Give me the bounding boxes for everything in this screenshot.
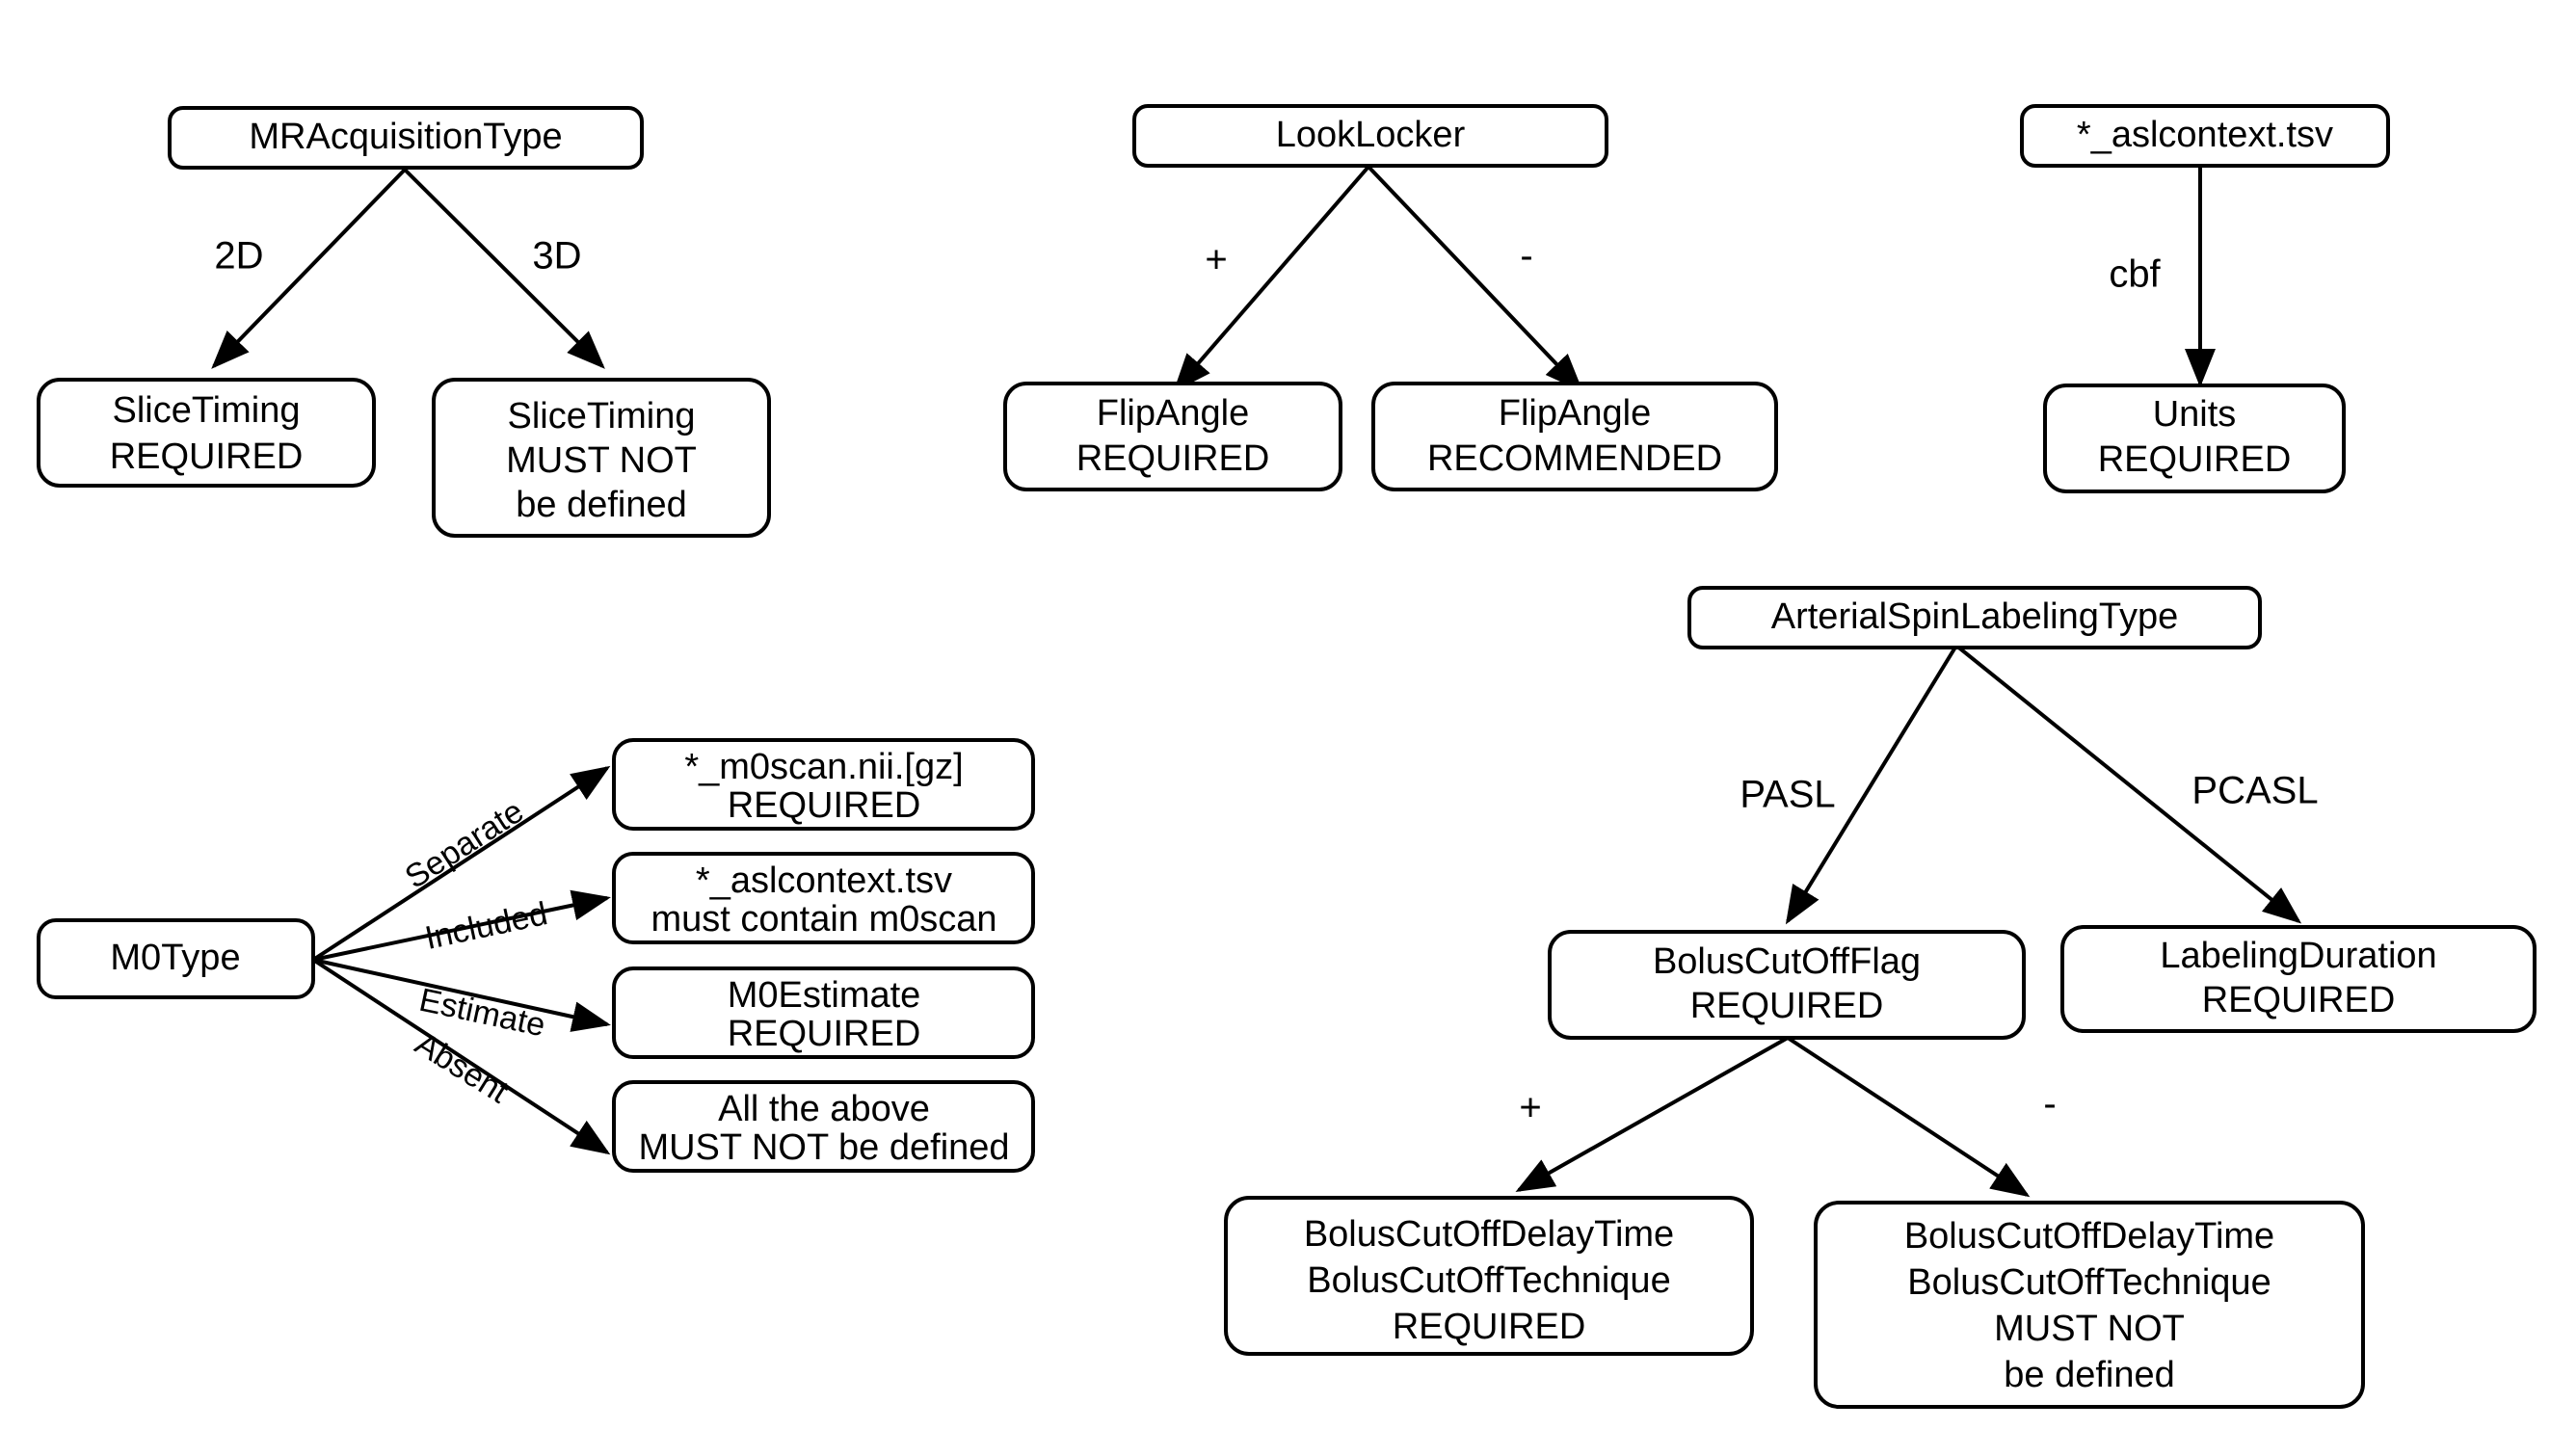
edge-separate	[311, 765, 611, 962]
node-bco-mustnot-line1: BolusCutOffDelayTime	[1904, 1216, 2274, 1257]
node-slicetiming-required[interactable]	[37, 378, 376, 488]
node-aslcontext-root[interactable]	[2020, 104, 2390, 168]
edge-label-looklocker-minus: -	[1520, 235, 1532, 278]
edge-3d	[403, 168, 605, 369]
group-asltype: ArterialSpinLabelingType PASL PCASL Bolu…	[1548, 586, 2537, 1040]
node-labelingduration[interactable]	[2060, 925, 2537, 1033]
edge-2d	[211, 168, 407, 369]
node-m0estimate-line2: REQUIRED	[728, 1014, 921, 1054]
node-asltype-line1: ArterialSpinLabelingType	[1771, 596, 2179, 637]
node-m0scan-nii[interactable]	[612, 738, 1035, 831]
edge-label-looklocker-plus: +	[1205, 239, 1227, 281]
node-units-required-line2: REQUIRED	[2098, 439, 2292, 480]
node-bco-required-line1: BolusCutOffDelayTime	[1304, 1214, 1674, 1255]
node-m0type[interactable]	[37, 918, 315, 999]
edge-looklocker-plus	[1173, 165, 1370, 393]
group-m0type: M0Type Separate Included Estimate Absent…	[37, 738, 1035, 1173]
node-slicetiming-mustnot[interactable]	[432, 378, 771, 538]
node-bco-mustnot-line3: MUST NOT	[1994, 1309, 2185, 1349]
node-asltype[interactable]	[1687, 586, 2262, 649]
node-units-required[interactable]	[2043, 384, 2346, 493]
node-all-the-above[interactable]	[612, 1080, 1035, 1173]
edge-label-bco-minus: -	[2043, 1083, 2056, 1125]
node-bco-mustnot[interactable]	[1814, 1201, 2365, 1409]
edge-absent	[311, 958, 611, 1155]
group-mracquisitiontype: MRAcquisitionType 2D 3D SliceTiming REQU…	[37, 106, 771, 538]
edge-label-absent: Absent	[409, 1025, 515, 1111]
node-bco-required[interactable]	[1224, 1196, 1754, 1356]
node-flipangle-required[interactable]	[1003, 382, 1342, 491]
node-bco-mustnot-line4: be defined	[2004, 1355, 2175, 1395]
node-boluscutoffflag-line2: REQUIRED	[1690, 986, 1884, 1026]
node-labelingduration-line2: REQUIRED	[2202, 980, 2396, 1020]
node-bco-required-line3: REQUIRED	[1393, 1307, 1586, 1347]
group-boluscutoffflag-branches: + - BolusCutOffDelayTime BolusCutOffTech…	[1224, 1036, 2365, 1409]
edge-looklocker-minus	[1367, 165, 1583, 392]
node-labelingduration-line1: LabelingDuration	[2160, 936, 2436, 976]
edge-label-cbf: cbf	[2109, 253, 2161, 296]
edge-label-3d: 3D	[532, 235, 581, 278]
node-flipangle-required-line1: FlipAngle	[1097, 393, 1249, 434]
node-slicetiming-required-line2: REQUIRED	[110, 437, 304, 477]
node-flipangle-recommended[interactable]	[1371, 382, 1778, 491]
edge-label-pasl: PASL	[1740, 774, 1835, 816]
node-all-the-above-line1: All the above	[718, 1089, 930, 1129]
edge-label-pcasl: PCASL	[2191, 770, 2318, 812]
edge-pasl	[1785, 644, 1958, 925]
node-flipangle-recommended-line2: RECOMMENDED	[1427, 438, 1722, 479]
group-looklocker: LookLocker + - FlipAngle REQUIRED FlipAn…	[1003, 104, 1778, 491]
node-looklocker-line1: LookLocker	[1276, 115, 1466, 155]
node-aslcontext-m0scan-line1: *_aslcontext.tsv	[696, 860, 952, 901]
node-m0estimate[interactable]	[612, 966, 1035, 1059]
node-mracquisitiontype-line1: MRAcquisitionType	[249, 117, 562, 157]
edge-label-bco-plus: +	[1519, 1087, 1541, 1129]
node-m0estimate-line1: M0Estimate	[728, 975, 921, 1016]
edge-bco-minus	[1786, 1036, 2031, 1198]
edge-bco-plus	[1515, 1036, 1789, 1192]
node-units-required-line1: Units	[2153, 394, 2237, 435]
node-slicetiming-mustnot-line1: SliceTiming	[508, 396, 696, 437]
node-slicetiming-required-line1: SliceTiming	[113, 390, 301, 431]
node-aslcontext-root-line1: *_aslcontext.tsv	[2077, 115, 2333, 155]
edge-pcasl	[1954, 644, 2302, 924]
node-bco-mustnot-line2: BolusCutOffTechnique	[1907, 1262, 2271, 1303]
node-slicetiming-mustnot-line3: be defined	[516, 485, 687, 525]
node-m0scan-nii-line2: REQUIRED	[728, 785, 921, 826]
node-flipangle-recommended-line1: FlipAngle	[1499, 393, 1651, 434]
node-m0scan-nii-line1: *_m0scan.nii.[gz]	[684, 747, 963, 787]
node-looklocker[interactable]	[1132, 104, 1608, 168]
node-aslcontext-m0scan-line2: must contain m0scan	[651, 899, 996, 940]
edge-label-2d: 2D	[214, 235, 263, 278]
edge-included	[312, 889, 611, 962]
node-m0type-line1: M0Type	[110, 938, 240, 978]
edge-label-separate: Separate	[399, 793, 530, 896]
node-boluscutoffflag-line1: BolusCutOffFlag	[1653, 941, 1921, 982]
node-flipangle-required-line2: REQUIRED	[1076, 438, 1270, 479]
edge-label-included: Included	[422, 895, 551, 957]
edge-estimate	[312, 958, 611, 1032]
group-aslcontext: *_aslcontext.tsv cbf Units REQUIRED	[2020, 104, 2390, 493]
node-bco-required-line2: BolusCutOffTechnique	[1307, 1260, 1670, 1301]
node-all-the-above-line2: MUST NOT be defined	[638, 1127, 1009, 1168]
node-slicetiming-mustnot-line2: MUST NOT	[506, 440, 697, 481]
node-aslcontext-m0scan[interactable]	[612, 852, 1035, 944]
node-mracquisitiontype[interactable]	[168, 106, 644, 170]
